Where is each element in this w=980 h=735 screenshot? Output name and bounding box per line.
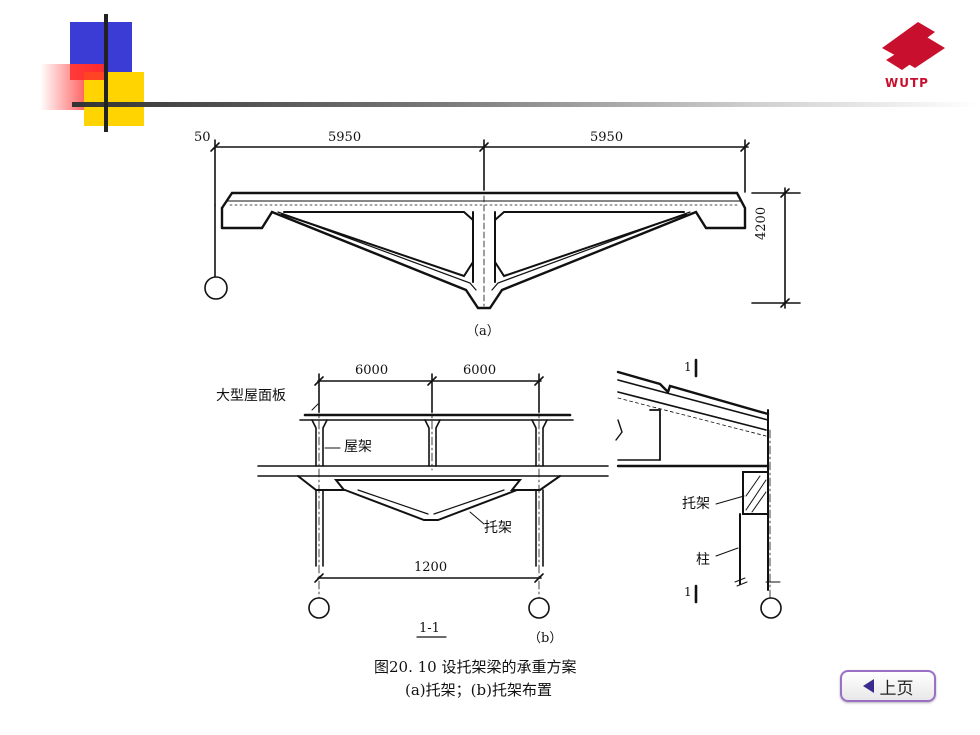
previous-page-label: 上页 <box>879 678 914 699</box>
section-label: 1-1 <box>419 621 440 636</box>
decor-yellow-square <box>84 72 144 126</box>
dim-span2-label: 6000 <box>463 363 497 378</box>
figure-caption-subtitle: (a)托架；(b)托架布置 <box>405 681 552 699</box>
figure-b-label: （b） <box>528 631 563 646</box>
dim-right-span-label: 5950 <box>590 130 624 145</box>
dim-height-label: 4200 <box>754 206 769 240</box>
section-mark-top: 1 <box>684 360 692 374</box>
logo-text: WUTP <box>885 76 929 90</box>
detail-support-truss-label: 托架 <box>682 496 710 512</box>
roof-truss-label: 屋架 <box>344 439 372 455</box>
detail-column-label: 柱 <box>696 552 710 568</box>
support-truss-label: 托架 <box>484 520 512 536</box>
header-rule <box>72 102 980 107</box>
figure-caption-title: 图20. 10 设托架梁的承重方案 <box>374 658 577 676</box>
decor-red-small <box>70 64 104 80</box>
figure-a-label: （a） <box>466 324 500 339</box>
previous-page-button[interactable]: 上页 <box>840 670 936 702</box>
header-vertical-rule <box>104 14 108 132</box>
dim-left-span-label: 5950 <box>328 130 362 145</box>
dim-offset-label: 50 <box>194 130 211 145</box>
section-mark-bottom: 1 <box>684 585 692 599</box>
back-arrow-icon <box>862 679 874 693</box>
dim-total-label: 1200 <box>414 560 448 575</box>
dim-span1-label: 6000 <box>355 363 389 378</box>
roof-panel-label: 大型屋面板 <box>216 388 286 404</box>
